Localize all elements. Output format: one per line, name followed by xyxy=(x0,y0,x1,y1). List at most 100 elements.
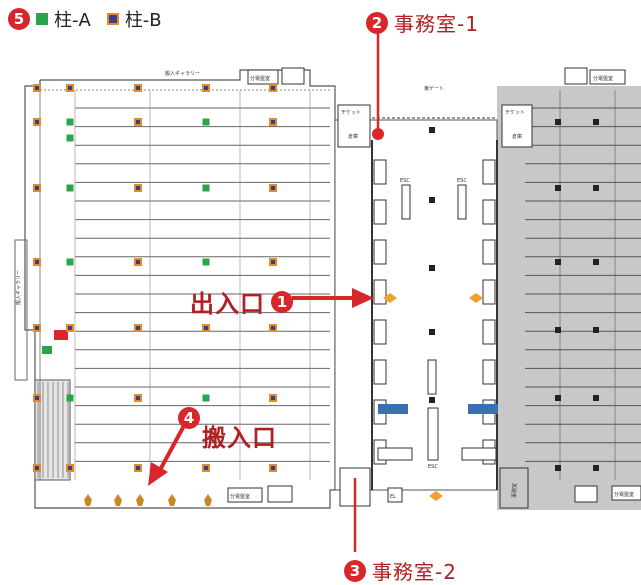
columns xyxy=(33,84,599,472)
power-room-bottom xyxy=(227,487,263,503)
power-room-label: 分電盤室 xyxy=(250,75,270,82)
esc-label-bottom: ESC xyxy=(428,464,438,470)
column-b-inner xyxy=(271,326,275,330)
column-a xyxy=(66,134,74,142)
power-room-top xyxy=(247,69,279,85)
left-gallery-strip xyxy=(14,239,28,381)
column-a xyxy=(66,118,74,126)
corridor-box-left xyxy=(373,359,387,385)
power-room-top-right xyxy=(589,69,626,85)
column-dark xyxy=(593,259,599,265)
column-a xyxy=(66,394,74,402)
column-b-inner xyxy=(35,86,39,90)
column-dark xyxy=(593,185,599,191)
legend: 5 柱-A 柱-B xyxy=(8,6,162,32)
escalator xyxy=(401,184,411,220)
column-a xyxy=(202,118,210,126)
esc-label-right: ESC xyxy=(457,178,467,184)
office2-badge: 3 xyxy=(344,559,366,582)
column-dark xyxy=(555,185,561,191)
escalators xyxy=(401,184,467,461)
office2-label: 事務室-2 xyxy=(372,560,457,584)
entrance-marker xyxy=(469,293,483,303)
stair-block xyxy=(377,447,413,461)
column-dark xyxy=(593,465,599,471)
exit-sign xyxy=(54,330,68,340)
column-dark xyxy=(429,397,435,403)
corridor-box-right xyxy=(482,279,496,305)
column-a xyxy=(66,258,74,266)
power-grid-bottom xyxy=(267,485,293,503)
office2-callout: 3 事務室-2 xyxy=(344,556,457,585)
column-b-inner xyxy=(136,260,140,264)
power-grid-top xyxy=(281,67,305,85)
column-dark xyxy=(429,329,435,335)
column-a xyxy=(202,184,210,192)
column-b-inner xyxy=(68,326,72,330)
column-b-inner xyxy=(136,466,140,470)
column-b-swatch xyxy=(106,13,119,25)
esc-label-left: ESC xyxy=(400,178,410,184)
office1-callout: 2 事務室-1 xyxy=(366,8,479,37)
loading-arrow-line xyxy=(158,421,188,471)
loading-label: 搬入口 xyxy=(202,424,277,452)
orange-markers xyxy=(84,293,483,506)
column-dark xyxy=(555,327,561,333)
column-dark xyxy=(593,395,599,401)
corridor-box-right xyxy=(482,199,496,225)
corridor-box-left xyxy=(373,199,387,225)
column-a-swatch xyxy=(36,13,48,25)
column-b-label: 柱-B xyxy=(124,10,162,31)
entrance-callout: 出入口 1 xyxy=(190,284,293,319)
entrance-marker xyxy=(429,491,443,501)
column-b-inner xyxy=(35,326,39,330)
escalator xyxy=(457,184,467,220)
entrance-arrowhead xyxy=(352,288,374,308)
entrance-badge: 1 xyxy=(271,290,293,313)
column-dark xyxy=(555,259,561,265)
loading-arrowhead xyxy=(148,462,168,486)
loading-door-marker xyxy=(168,494,176,506)
column-b-inner xyxy=(35,396,39,400)
elevator-room xyxy=(387,487,403,503)
loading-door-marker xyxy=(136,494,144,506)
column-b-inner xyxy=(271,466,275,470)
loading-door-marker xyxy=(114,494,122,506)
corridor-box-right xyxy=(482,159,496,185)
restroom-sign xyxy=(378,404,408,414)
storage-label-left: 倉庫 xyxy=(348,133,358,140)
column-b-inner xyxy=(136,120,140,124)
power-room-label-bottom-right: 分電盤室 xyxy=(614,491,634,498)
column-a-label: 柱-A xyxy=(54,10,91,31)
gallery-top-label: 搬入ギャラリー xyxy=(165,70,200,77)
power-room-bottom-right xyxy=(611,485,641,501)
column-b-inner xyxy=(204,326,208,330)
escalator xyxy=(427,359,437,395)
column-dark xyxy=(593,327,599,333)
column-dark xyxy=(555,465,561,471)
power-grid-bottom-right xyxy=(574,485,598,503)
column-b-inner xyxy=(271,86,275,90)
column-b-inner xyxy=(68,466,72,470)
column-dark xyxy=(555,395,561,401)
loading-badge: 4 xyxy=(178,406,200,429)
power-room-label-bottom: 分電盤室 xyxy=(230,493,250,500)
column-b-inner xyxy=(35,120,39,124)
office1-dot xyxy=(372,128,384,140)
grey-hall-rows xyxy=(525,90,641,480)
office-side-room xyxy=(499,467,529,509)
hall-rows xyxy=(39,90,330,480)
column-b-inner xyxy=(35,260,39,264)
escalator xyxy=(427,407,439,461)
restroom-sign xyxy=(468,404,498,414)
elevator-label: EL xyxy=(390,494,396,500)
gallery-left-label: 搬入ギャラリー xyxy=(15,270,22,305)
column-b-inner xyxy=(204,86,208,90)
column-b-inner xyxy=(68,86,72,90)
corridor-box-right xyxy=(482,319,496,345)
corridor-box-left xyxy=(373,159,387,185)
loading-callout: 4 搬入口 xyxy=(178,402,277,453)
column-b-inner xyxy=(271,396,275,400)
power-grid-top-right xyxy=(564,67,588,85)
